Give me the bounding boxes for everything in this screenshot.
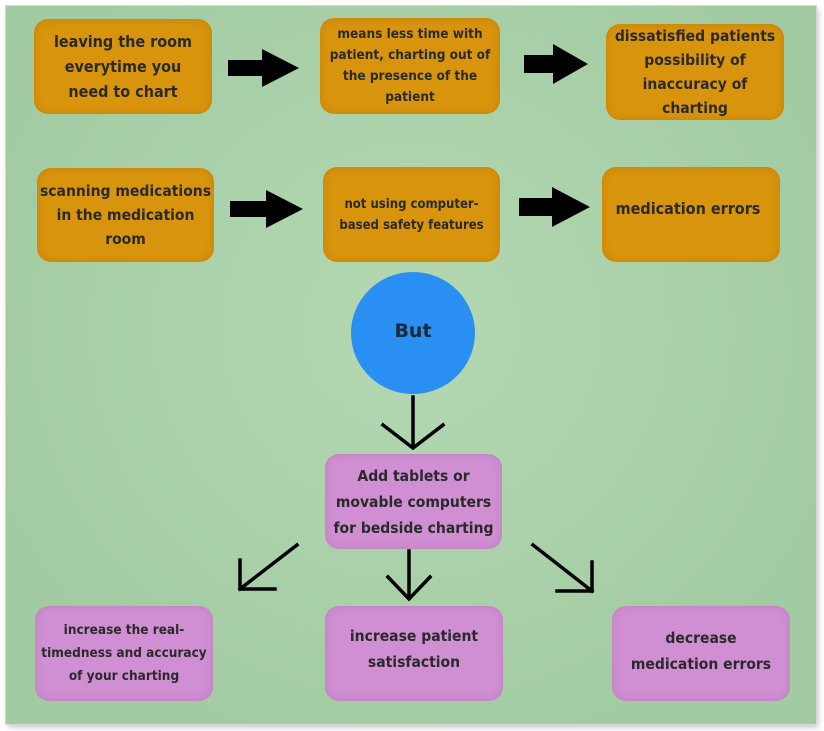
node-outcome-accuracy: increase the real-timedness and accuracy… [35,606,213,701]
pivot-label: But [394,320,432,342]
arrow-right-row2-b [519,187,590,227]
node-medication-errors: medication errors [602,167,780,262]
arrow-down-right [530,542,595,594]
node-scanning-medications-label: scanning medications in the medication r… [39,182,212,248]
arrow-down-left [237,542,300,592]
node-less-time-with-patient: means less time with patient, charting o… [320,18,500,114]
node-add-tablets-label: Add tablets or movable computers for bed… [333,466,494,537]
node-outcome-satisfaction-label: increase patient satisfaction [349,626,479,671]
arrow-right-row1-a [228,49,299,87]
node-outcome-medication-errors-label: decrease medication errors [630,628,772,673]
node-outcome-medication-errors: decrease medication errors [612,606,790,701]
arrow-down-to-solution [380,395,446,451]
node-less-time-with-patient-label: means less time with patient, charting o… [329,26,491,105]
node-leaving-room: leaving the room everytime you need to c… [34,19,212,114]
node-not-using-safety-features-label: not using computer-based safety features [339,196,484,233]
node-medication-errors-label: medication errors [615,198,761,218]
arrow-down-center [385,549,433,602]
node-add-tablets: Add tablets or movable computers for bed… [325,454,502,549]
node-dissatisfied-patients: dissatisfied patients possibility of ina… [606,24,784,120]
node-outcome-accuracy-label: increase the real-timedness and accuracy… [41,622,207,684]
arrow-right-row2-a [230,190,303,228]
node-scanning-medications: scanning medications in the medication r… [37,168,214,262]
node-leaving-room-label: leaving the room everytime you need to c… [53,32,193,101]
pivot-circle: But [351,272,475,394]
arrow-right-row1-b [524,44,588,84]
node-dissatisfied-patients-label: dissatisfied patients possibility of ina… [614,27,776,117]
node-not-using-safety-features: not using computer-based safety features [323,167,500,262]
node-outcome-satisfaction: increase patient satisfaction [325,606,503,701]
